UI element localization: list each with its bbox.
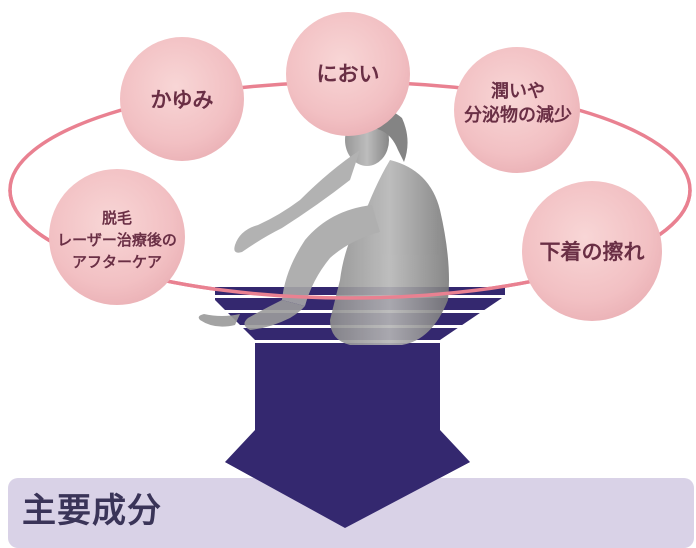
diagram: かゆみ におい 潤いや 分泌物の減少 脱毛 レーザー治療後の アフターケア 下着…: [8, 12, 694, 548]
label-datsumo-line1: 脱毛: [101, 209, 132, 227]
label-datsumo: 脱毛 レーザー治療後の アフターケア: [42, 208, 192, 273]
label-nioi: におい: [316, 62, 380, 86]
bubble-kayumi: [120, 37, 244, 161]
label-uruoi-line2: 分泌物の減少: [464, 105, 572, 127]
label-uruoi-line1: 潤いや: [491, 81, 545, 102]
label-kayumi: かゆみ: [150, 88, 214, 112]
bubble-datsumo: [49, 169, 185, 305]
label-shitagi: 下着の擦れ: [539, 240, 645, 264]
label-datsumo-line3: アフターケア: [71, 252, 162, 271]
label-uruoi: 潤いや 分泌物の減少: [455, 80, 581, 129]
bubble-shitagi: [522, 181, 662, 321]
bubble-uruoi: [454, 47, 580, 173]
panel-title: 主要成分: [22, 491, 162, 531]
label-datsumo-line2: レーザー治療後の: [57, 230, 177, 249]
bubble-nioi: [286, 12, 410, 136]
